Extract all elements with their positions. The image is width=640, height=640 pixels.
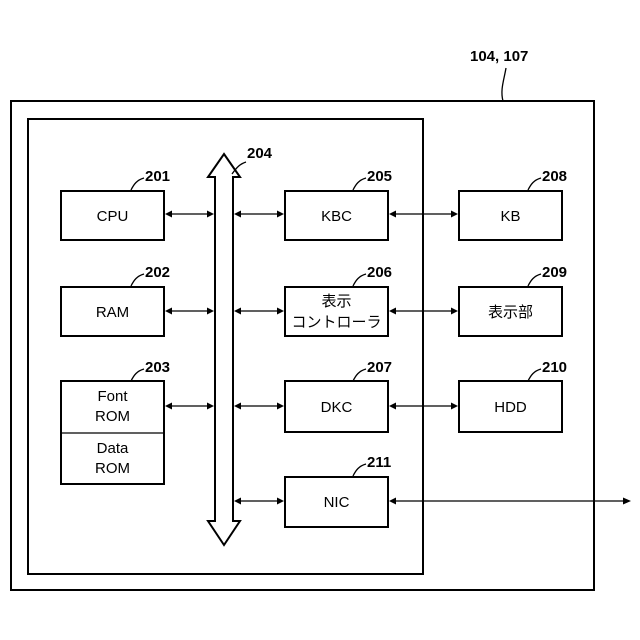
system-bus (208, 154, 240, 545)
ram-ref-leader (131, 274, 144, 286)
display-controller-label-line2: コントローラ (291, 313, 381, 331)
bus-kbc-connector (234, 211, 284, 218)
cpu-ref-leader (131, 178, 144, 190)
rom-ref-leader (131, 369, 144, 381)
bus-display-controller-connector (234, 308, 284, 315)
data-rom-label-line2: ROM (95, 460, 130, 477)
font-rom-label-line1: Font (97, 388, 128, 405)
ram-label: RAM (96, 304, 129, 321)
bus-ref-label: 204 (247, 145, 273, 162)
kb-ref-leader (528, 178, 541, 190)
rom-bus-connector (165, 403, 214, 410)
cpu-bus-connector (165, 211, 214, 218)
display-ref-label: 209 (542, 264, 567, 281)
cpu-label: CPU (97, 208, 129, 225)
rom-ref-label: 203 (145, 359, 170, 376)
font-rom-label-line2: ROM (95, 408, 130, 425)
data-rom-label-line1: Data (97, 440, 129, 457)
bus-dkc-connector (234, 403, 284, 410)
hdd-label: HDD (494, 399, 527, 416)
kbc-ref-label: 205 (367, 168, 392, 185)
nic-ref-leader (353, 464, 366, 476)
nic-label: NIC (324, 494, 350, 511)
device-ref-label: 104, 107 (470, 48, 528, 65)
bus-nic-connector (234, 498, 284, 505)
nic-ref-label: 211 (367, 454, 391, 471)
hdd-ref-leader (528, 369, 541, 381)
cpu-ref-label: 201 (145, 168, 170, 185)
display-ref-leader (528, 274, 541, 286)
ram-ref-label: 202 (145, 264, 170, 281)
display-controller-ref-leader (353, 274, 366, 286)
dkc-ref-leader (353, 369, 366, 381)
display-label: 表示部 (488, 303, 533, 321)
kb-label: KB (500, 208, 520, 225)
ram-bus-connector (165, 308, 214, 315)
dkc-label: DKC (321, 399, 353, 416)
hdd-ref-label: 210 (542, 359, 567, 376)
device-ref-leader (502, 68, 506, 101)
display-controller-ref-label: 206 (367, 264, 392, 281)
kbc-label: KBC (321, 208, 352, 225)
kb-ref-label: 208 (542, 168, 567, 185)
display-controller-label-line1: 表示 (321, 292, 351, 310)
kbc-ref-leader (353, 178, 366, 190)
dkc-ref-label: 207 (367, 359, 392, 376)
